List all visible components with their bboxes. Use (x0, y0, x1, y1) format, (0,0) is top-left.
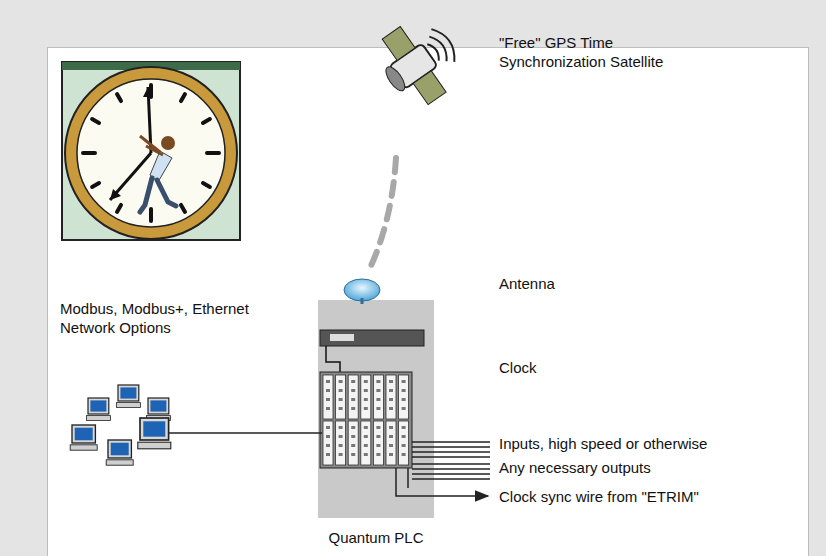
antenna-label: Antenna (499, 274, 699, 293)
clock-device (320, 330, 424, 373)
clock-picture (62, 62, 240, 240)
computers (70, 385, 171, 465)
network-wire (168, 432, 322, 434)
satellite-label: "Free" GPS Time Synchronization Satellit… (499, 33, 689, 71)
plc-label: Quantum PLC (318, 528, 434, 547)
antenna (344, 279, 380, 304)
inputs-label: Inputs, high speed or otherwise (499, 434, 799, 453)
sync-wire-label: Clock sync wire from "ETRIM" (499, 487, 799, 506)
clock-label: Clock (499, 358, 699, 377)
signal-path (370, 158, 396, 268)
io-wires (412, 442, 490, 479)
outputs-label: Any necessary outputs (499, 458, 799, 477)
sync-wire (396, 468, 488, 496)
network-label: Modbus, Modbus+, Ethernet Network Option… (60, 299, 250, 337)
plc-rack (320, 372, 412, 468)
satellite (367, 8, 472, 115)
